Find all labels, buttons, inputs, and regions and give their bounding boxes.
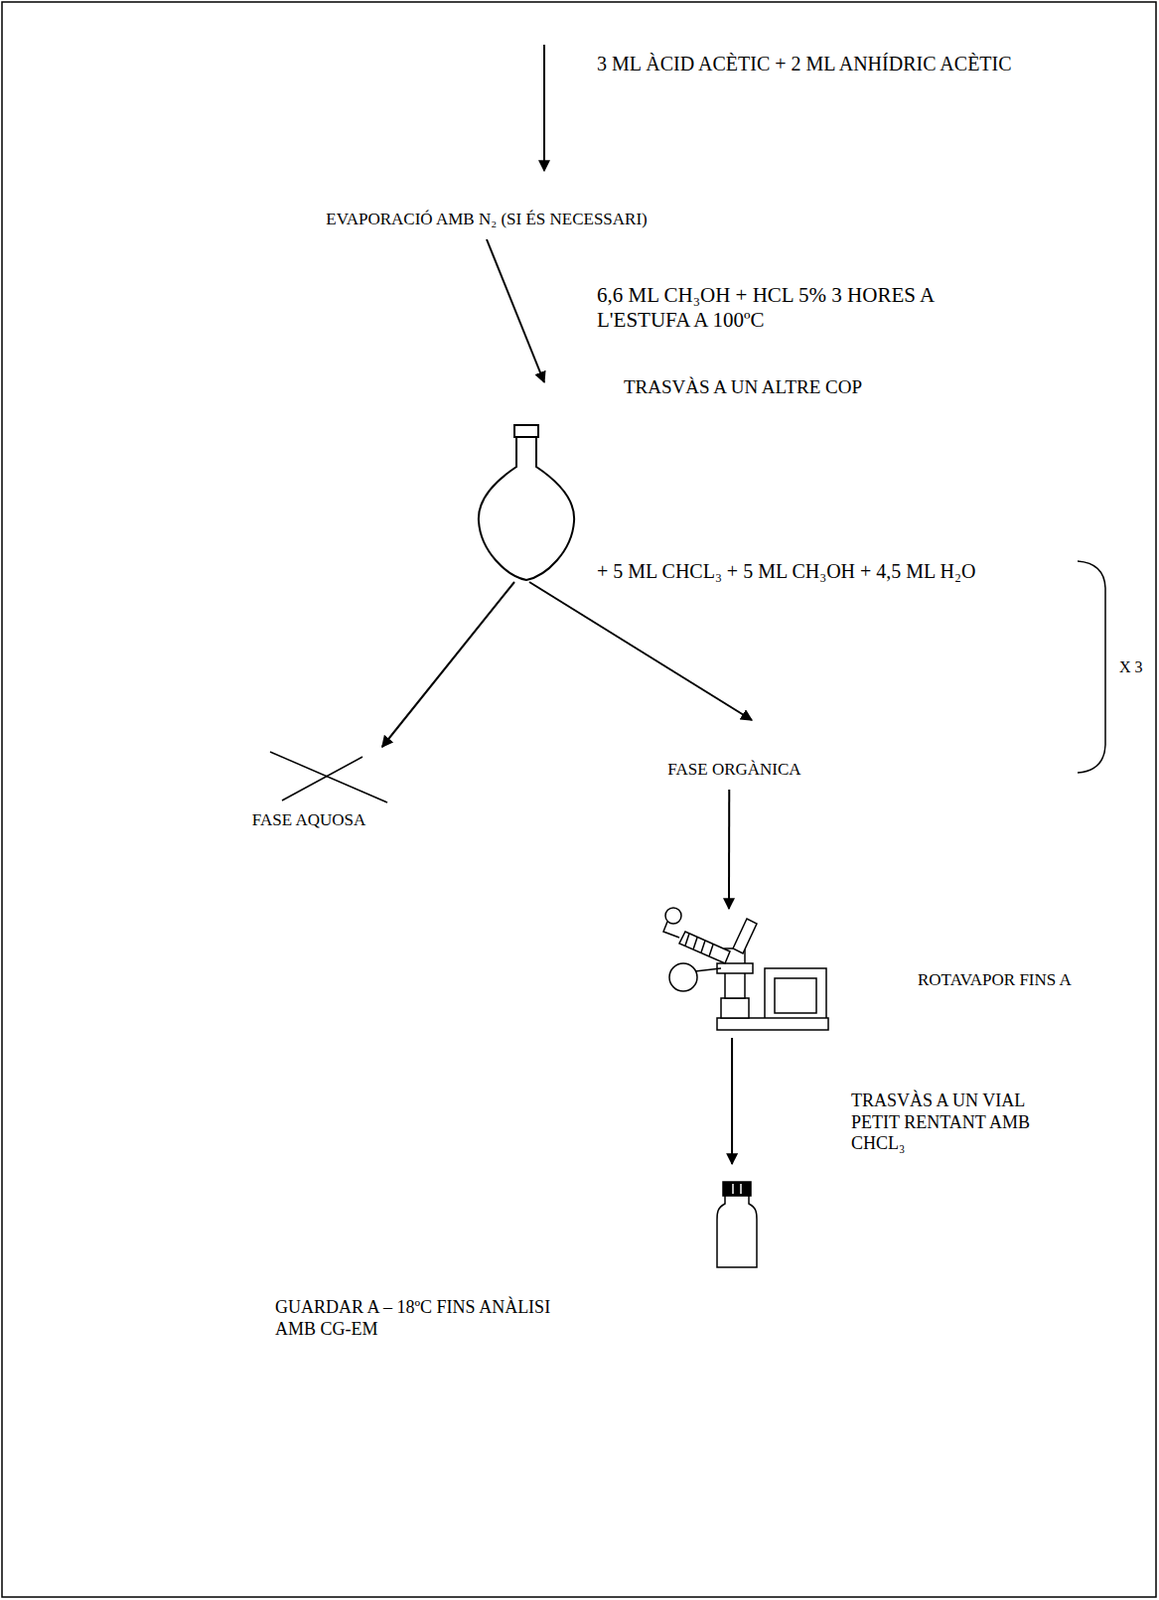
- input-arrow: [543, 44, 546, 171]
- step-label: TRASVÀS A UN VIAL PETIT RENTANT AMB CHCL…: [851, 1090, 1065, 1156]
- vial-drawing: [717, 1181, 757, 1268]
- step-text: EVAPORACIÓ AMB N₂ (SI ÉS NECESSARI): [228, 209, 745, 230]
- reagent-text: + 5 ML CHCL₃ + 5 ML CH₃OH + 4,5 ML H₂O: [596, 559, 1074, 583]
- step-label: 6,6 ML CH₃OH + HCL 5% 3 HORES A L'ESTUFA…: [596, 283, 965, 333]
- storage-text: GUARDAR A – 18ºC FINS ANÀLISI AMB CG-EM: [275, 1297, 583, 1340]
- repeat-bracket: [1077, 561, 1106, 773]
- process-node: ROTAVAPOR FINS A: [657, 908, 830, 1038]
- reagent-text: 3 ML ÀCID ACÈTIC + 2 ML ANHÍDRIC ACÈTIC: [596, 51, 1064, 76]
- flow-arrow: [529, 581, 752, 721]
- flow-arrow: [486, 239, 545, 383]
- process-node: GUARDAR A – 18ºC FINS ANÀLISI AMB CG-EM: [715, 1163, 760, 1274]
- process-node: EVAPORACIÓ AMB N₂ (SI ÉS NECESSARI): [228, 203, 745, 240]
- discard-cross: [270, 751, 388, 803]
- rotavapor-drawing: [663, 907, 829, 1030]
- phase-text: FASE ORGÀNICA: [647, 759, 822, 780]
- flask-drawing: [478, 425, 575, 580]
- flow-arrow: [727, 789, 730, 909]
- flow-arrow: [730, 1037, 733, 1164]
- process-node: TRASVÀS A UN ALTRE COP+ 5 ML CHCL₃ + 5 M…: [474, 382, 575, 582]
- repeat-count: X 3: [1119, 657, 1154, 677]
- process-node: FASE AQUOSA: [219, 746, 399, 839]
- flow-arrow: [382, 581, 515, 747]
- process-node: FASE ORGÀNICA: [647, 720, 822, 790]
- phase-text: FASE AQUOSA: [219, 810, 399, 831]
- equipment-label: ROTAVAPOR FINS A: [917, 970, 1087, 991]
- flask-label: TRASVÀS A UN ALTRE COP: [623, 376, 897, 400]
